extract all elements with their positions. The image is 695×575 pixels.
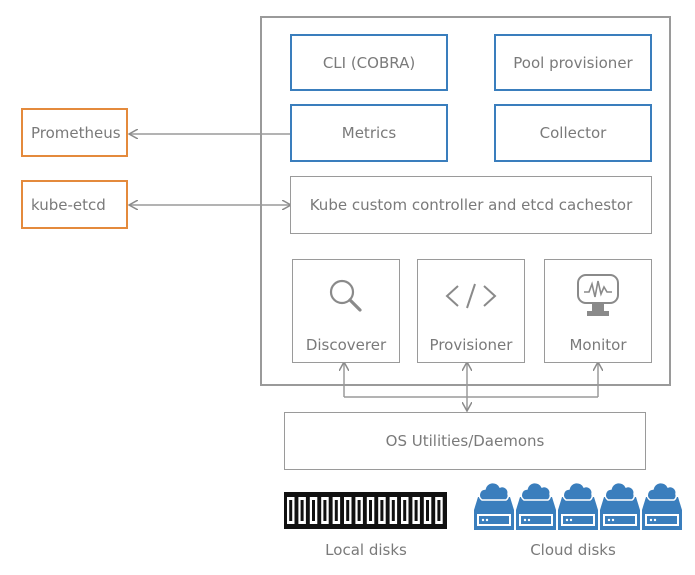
disk-slot-bar bbox=[380, 500, 384, 521]
disk-slot-bar bbox=[403, 500, 407, 521]
cloud-server-unit bbox=[600, 481, 640, 530]
disk-slot-bar bbox=[437, 500, 441, 521]
metrics-label: Metrics bbox=[341, 124, 397, 142]
code-brackets-icon bbox=[444, 274, 498, 318]
cloud-server-unit bbox=[474, 481, 514, 530]
disk-slot-bar bbox=[391, 500, 395, 521]
collector-label: Collector bbox=[539, 124, 607, 142]
kube-controller-box: Kube custom controller and etcd cachesto… bbox=[290, 176, 652, 234]
cli-box: CLI (COBRA) bbox=[290, 34, 448, 91]
cli-label: CLI (COBRA) bbox=[322, 53, 416, 72]
discoverer-tile: Discoverer bbox=[292, 259, 400, 363]
disk-slot-bar bbox=[334, 500, 338, 521]
monitor-screen-icon bbox=[575, 274, 621, 318]
local-disks-caption: Local disks bbox=[325, 541, 407, 559]
prometheus-label: Prometheus bbox=[31, 123, 121, 142]
disk-slot-bar bbox=[414, 500, 418, 521]
disk-slot-bar bbox=[369, 500, 372, 521]
metrics-box: Metrics bbox=[290, 104, 448, 162]
os-utilities-label: OS Utilities/Daemons bbox=[385, 432, 545, 450]
cloud-server-unit bbox=[558, 481, 598, 530]
provisioner-label: Provisioner bbox=[429, 336, 513, 354]
kube-etcd-label: kube-etcd bbox=[31, 195, 106, 214]
collector-box: Collector bbox=[494, 104, 652, 162]
magnifier-icon bbox=[326, 274, 366, 318]
disk-slot-bar bbox=[357, 500, 361, 521]
ndm-container bbox=[260, 16, 671, 386]
prometheus-box: Prometheus bbox=[21, 108, 128, 157]
disk-slot-bar bbox=[426, 500, 429, 521]
pool-provisioner-box: Pool provisioner bbox=[494, 34, 652, 91]
monitor-label: Monitor bbox=[569, 336, 627, 354]
os-utilities-box: OS Utilities/Daemons bbox=[284, 412, 646, 470]
provisioner-tile: Provisioner bbox=[417, 259, 525, 363]
disk-slot-bar bbox=[346, 500, 350, 521]
kube-etcd-box: kube-etcd bbox=[21, 180, 128, 229]
disk-slot-bar bbox=[289, 500, 293, 521]
discoverer-label: Discoverer bbox=[305, 336, 387, 354]
cloud-disks-caption: Cloud disks bbox=[530, 541, 616, 559]
pool-provisioner-label: Pool provisioner bbox=[513, 53, 633, 72]
cloud-server-unit bbox=[642, 481, 682, 530]
disk-slot-bar bbox=[323, 500, 327, 521]
disk-slot-bar bbox=[312, 500, 315, 521]
monitor-tile: Monitor bbox=[544, 259, 652, 363]
disk-slot-bar bbox=[300, 500, 304, 521]
cloud-server-unit bbox=[516, 481, 556, 530]
kube-controller-label: Kube custom controller and etcd cachesto… bbox=[309, 196, 633, 214]
